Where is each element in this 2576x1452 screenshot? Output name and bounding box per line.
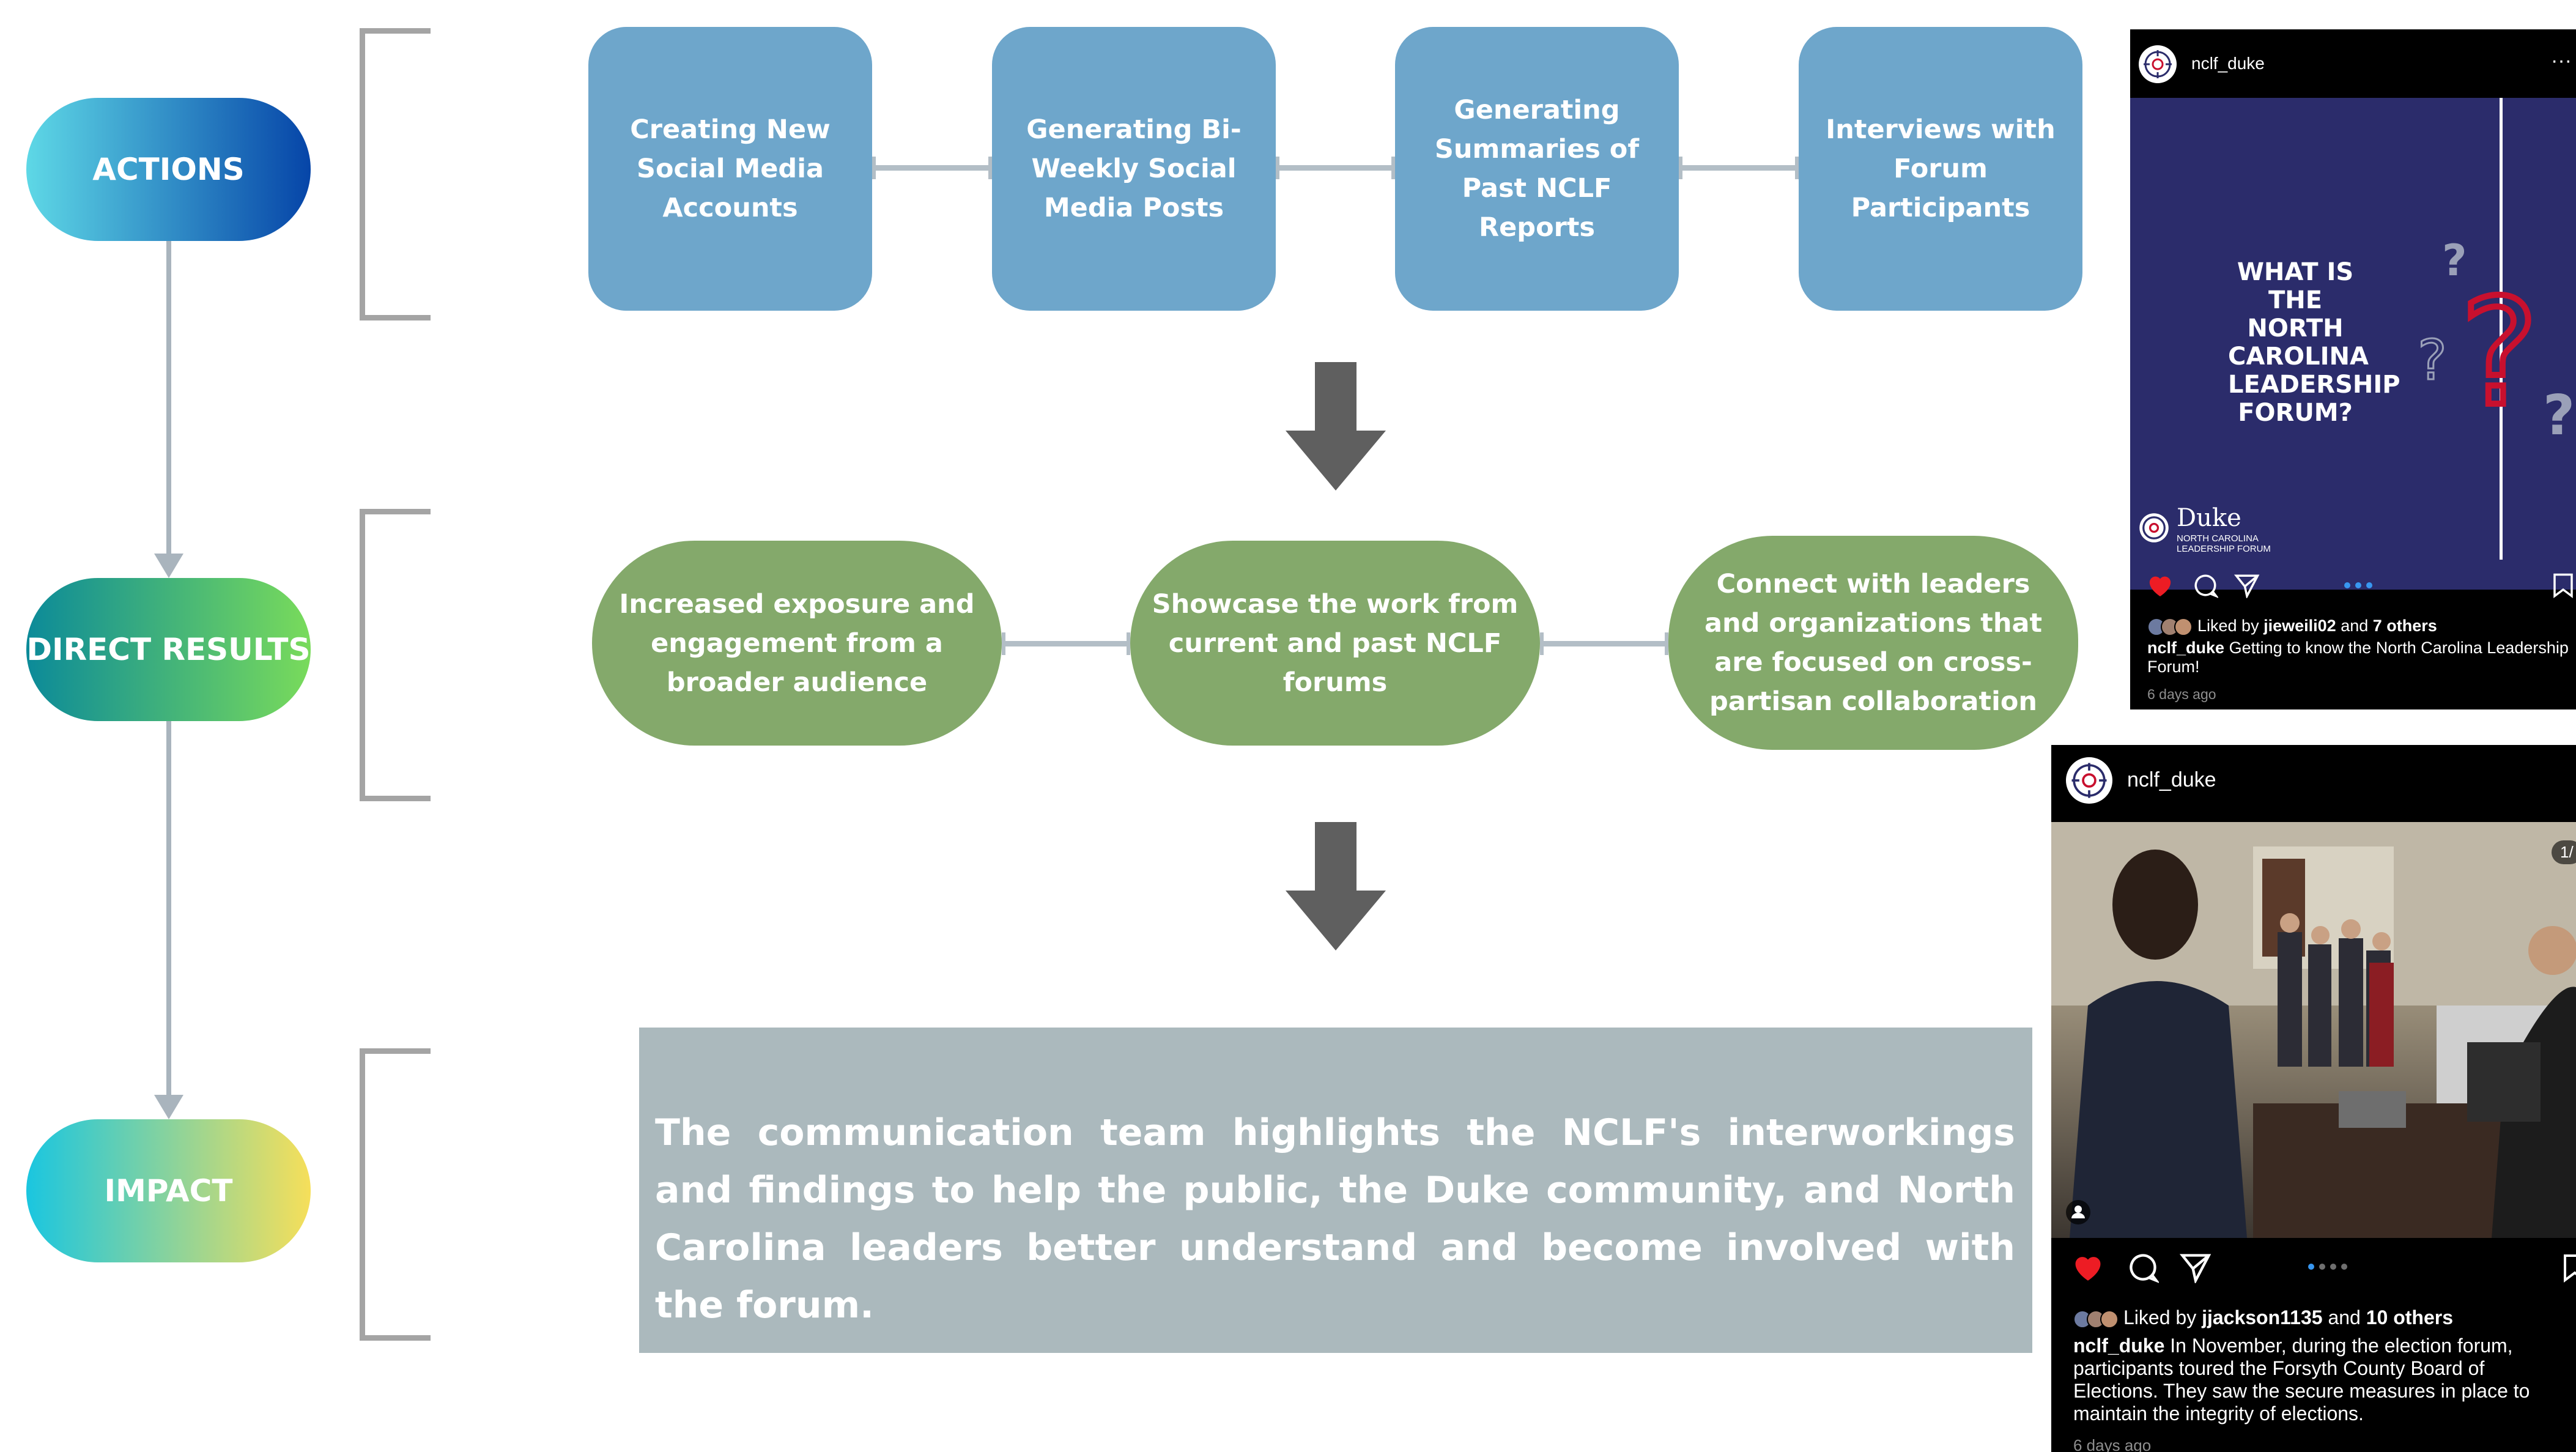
- post-time: 6 days ago: [2073, 1436, 2152, 1452]
- heart-icon[interactable]: [2146, 572, 2174, 598]
- bookmark-icon[interactable]: [2552, 572, 2574, 598]
- more-options-icon[interactable]: ···: [2551, 49, 2572, 72]
- direct-results-pill: DIRECT RESULTS: [26, 578, 311, 721]
- arrowhead-results: [154, 554, 183, 578]
- post-photo[interactable]: 1/: [2051, 822, 2576, 1238]
- share-icon[interactable]: [2180, 1251, 2211, 1283]
- svg-text:?: ?: [2418, 328, 2447, 393]
- action-box-interviews: Interviews with Forum Participants: [1799, 27, 2082, 311]
- connector-results-to-impact: [166, 721, 171, 1106]
- comment-icon[interactable]: [2127, 1251, 2159, 1283]
- result-box-exposure: Increased exposure and engagement from a…: [592, 541, 1002, 746]
- svg-text:?: ?: [2460, 267, 2538, 439]
- comment-icon[interactable]: [2193, 572, 2218, 598]
- liker-avatars: [2073, 1309, 2119, 1328]
- divider-line: [2500, 98, 2503, 560]
- heart-icon[interactable]: [2071, 1251, 2105, 1282]
- duke-logo-icon: [2139, 513, 2169, 543]
- impact-statement: The communication team highlights the NC…: [639, 1028, 2032, 1353]
- impact-pill: IMPACT: [26, 1119, 311, 1262]
- question-marks-graphic: ? ? ? ?: [2418, 235, 2575, 440]
- result-connector: [1002, 632, 1130, 655]
- result-connector: [1540, 632, 1668, 655]
- action-box-new-accounts: Creating New Social Media Accounts: [588, 27, 872, 311]
- liker-avatars: [2147, 617, 2193, 636]
- share-icon[interactable]: [2234, 572, 2260, 598]
- action-connector: [872, 157, 992, 179]
- result-box-connect: Connect with leaders and organizations t…: [1668, 536, 2078, 750]
- duke-logo-text: Duke: [2177, 504, 2241, 532]
- action-connector: [1679, 157, 1799, 179]
- down-arrow-icon: [1286, 362, 1386, 491]
- duke-logo-subtext: NORTH CAROLINA LEADERSHIP FORUM: [2177, 533, 2271, 554]
- likes-line: Liked by jieweili02 and 7 others: [2147, 617, 2437, 636]
- post-username[interactable]: nclf_duke: [2191, 54, 2265, 73]
- svg-text:?: ?: [2442, 235, 2467, 286]
- avatar[interactable]: [2066, 757, 2112, 804]
- bracket-impact: [360, 1048, 431, 1341]
- nclf-logo-icon: [2144, 50, 2172, 78]
- likes-line: Liked by jjackson1135 and 10 others: [2073, 1306, 2453, 1329]
- instagram-post-1[interactable]: nclf_duke ··· WHAT IS THE NORTH CAROLINA…: [2130, 29, 2576, 709]
- connector-actions-to-results: [166, 241, 171, 565]
- post-time: 6 days ago: [2147, 686, 2216, 702]
- post-caption: nclf_duke Getting to know the North Caro…: [2147, 639, 2569, 676]
- action-box-social-posts: Generating Bi-Weekly Social Media Posts: [992, 27, 1276, 311]
- carousel-dots: [2344, 582, 2372, 588]
- instagram-post-2[interactable]: nclf_duke 1/: [2051, 745, 2576, 1452]
- actions-pill: ACTIONS: [26, 98, 311, 241]
- post-caption: nclf_duke In November, during the electi…: [2073, 1335, 2530, 1424]
- svg-text:?: ?: [2543, 383, 2575, 440]
- photo-scene: [2051, 822, 2576, 1238]
- result-box-showcase: Showcase the work from current and past …: [1130, 541, 1540, 746]
- bracket-direct-results: [360, 509, 431, 801]
- arrowhead-impact: [154, 1095, 183, 1119]
- post-image-title: WHAT IS THE NORTH CAROLINA LEADERSHIP FO…: [2228, 258, 2400, 427]
- down-arrow-icon: [1286, 822, 1386, 950]
- person-icon: [2071, 1206, 2085, 1218]
- tagged-user-icon[interactable]: [2066, 1200, 2090, 1224]
- photo-counter: 1/: [2552, 840, 2576, 864]
- carousel-dots: [2308, 1264, 2347, 1270]
- post-image[interactable]: WHAT IS THE NORTH CAROLINA LEADERSHIP FO…: [2130, 98, 2576, 590]
- action-box-summaries: Generating Summaries of Past NCLF Report…: [1395, 27, 1679, 311]
- bookmark-icon[interactable]: [2563, 1253, 2576, 1283]
- action-connector: [1276, 157, 1395, 179]
- avatar[interactable]: [2139, 45, 2177, 83]
- post-username[interactable]: nclf_duke: [2127, 768, 2216, 791]
- nclf-logo-icon: [2071, 763, 2107, 798]
- bracket-actions: [360, 28, 431, 320]
